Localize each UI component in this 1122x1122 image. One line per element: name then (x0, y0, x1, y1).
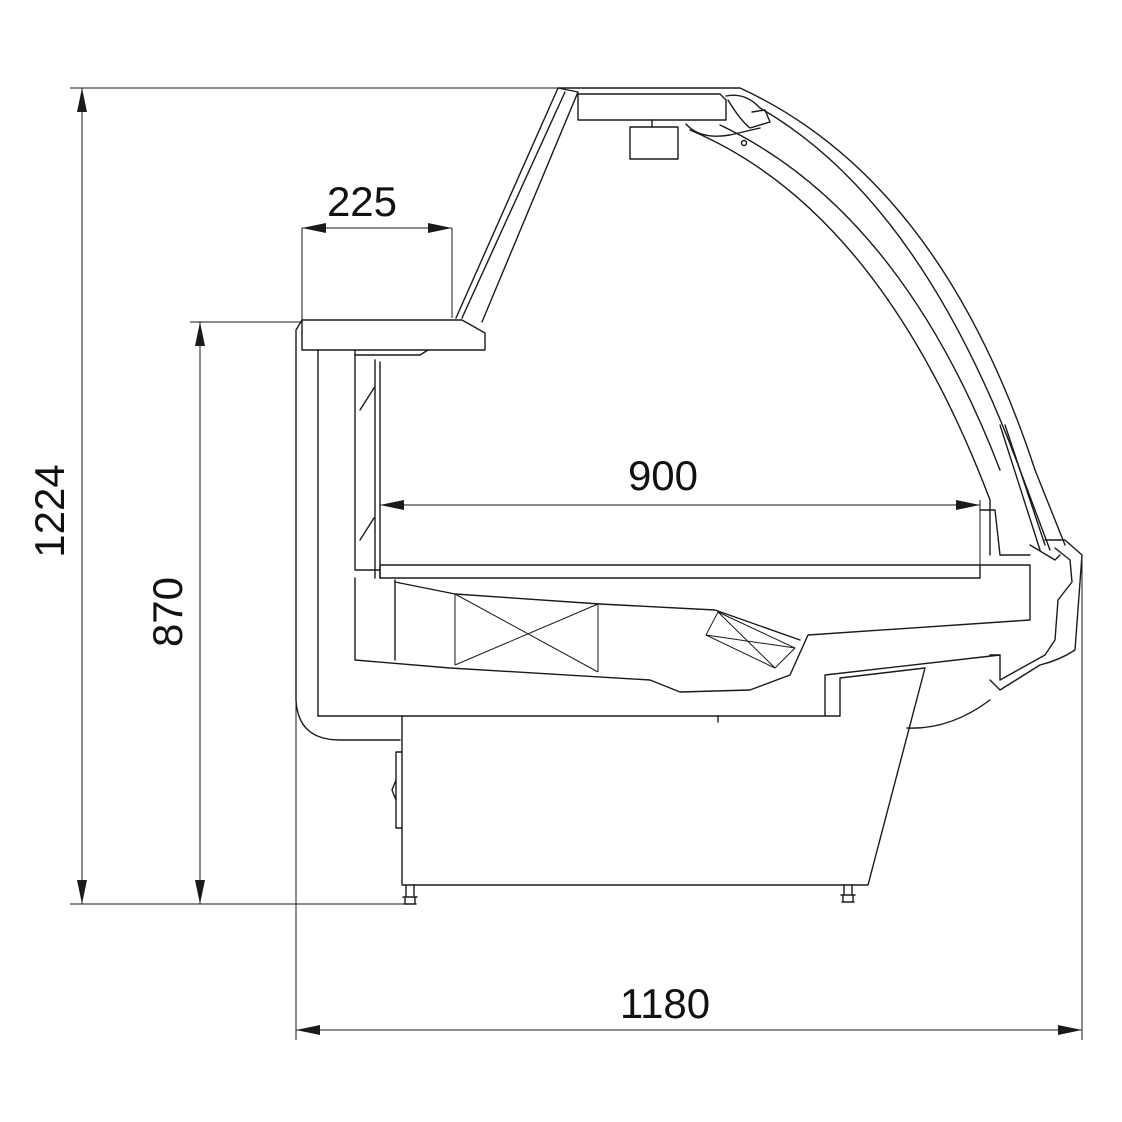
dimension-label-interior-depth: 900 (628, 452, 698, 499)
arrow-right-icon (956, 500, 980, 510)
arrow-down-icon (77, 880, 87, 904)
dimension-label-top-shelf-depth: 225 (327, 178, 397, 225)
arrow-left-icon (302, 223, 326, 233)
arrow-left-icon (380, 500, 404, 510)
display-case-body (295, 87, 1083, 905)
arrow-up-icon (195, 322, 205, 346)
arrow-up-icon (77, 88, 87, 112)
dimension-label-total-height: 1224 (26, 464, 73, 557)
dimension-label-counter-height: 870 (144, 577, 191, 647)
dimension-label-total-depth: 1180 (620, 980, 710, 1027)
dimension-top-shelf-depth: 225 (301, 178, 453, 320)
arrow-right-icon (428, 223, 452, 233)
arrow-left-icon (296, 1025, 320, 1035)
dimension-total-height: 1224 (26, 87, 740, 905)
arrow-right-icon (1058, 1025, 1082, 1035)
dimension-counter-height: 870 (144, 321, 302, 904)
dimension-interior-depth: 900 (380, 452, 981, 565)
arrow-down-icon (195, 880, 205, 904)
dimension-total-depth: 1180 (295, 560, 1083, 1040)
